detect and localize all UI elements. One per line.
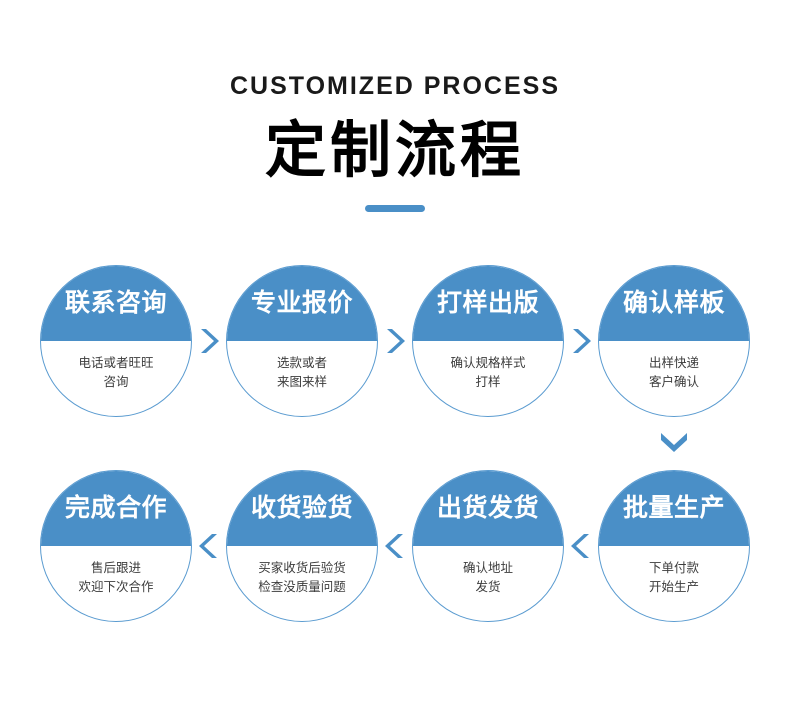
process-step-4-desc-line2: 客户确认 [648, 374, 699, 389]
process-step-6-header: 出货发货 [413, 471, 563, 546]
process-step-3-body: 确认规格样式 打样 [413, 341, 563, 416]
process-step-7-header: 收货验货 [227, 471, 377, 546]
process-step-1[interactable]: 联系咨询 电话或者旺旺 咨询 [40, 265, 192, 417]
process-step-4-desc-line1: 出样快递 [648, 355, 699, 370]
process-step-7-body: 买家收货后验货 检查没质量问题 [227, 546, 377, 621]
process-step-8-desc-line2: 欢迎下次合作 [78, 579, 154, 594]
title-underline-wrap [0, 205, 790, 213]
process-step-1-desc-line2: 咨询 [103, 374, 129, 389]
chevron-right-icon [566, 324, 596, 358]
process-step-8[interactable]: 完成合作 售后跟进 欢迎下次合作 [40, 470, 192, 622]
process-step-7[interactable]: 收货验货 买家收货后验货 检查没质量问题 [226, 470, 378, 622]
process-step-4-header: 确认样板 [599, 266, 749, 341]
process-step-5[interactable]: 批量生产 下单付款 开始生产 [598, 470, 750, 622]
process-step-8-body: 售后跟进 欢迎下次合作 [41, 546, 191, 621]
process-step-8-title: 完成合作 [64, 492, 167, 522]
chevron-right-icon [380, 324, 410, 358]
process-step-6-desc-line1: 确认地址 [462, 560, 513, 575]
process-step-8-header: 完成合作 [41, 471, 191, 546]
process-step-2[interactable]: 专业报价 选款或者 来图来样 [226, 265, 378, 417]
chevron-right-icon [194, 324, 224, 358]
process-step-3-desc-line2: 打样 [475, 374, 501, 389]
process-step-4-body: 出样快递 客户确认 [599, 341, 749, 416]
process-step-3-header: 打样出版 [413, 266, 563, 341]
process-step-3-title: 打样出版 [436, 287, 539, 317]
process-step-5-header: 批量生产 [599, 471, 749, 546]
process-step-4-title: 确认样板 [622, 287, 725, 317]
process-step-7-desc-line1: 买家收货后验货 [258, 560, 346, 575]
title-underline [365, 205, 425, 213]
process-step-5-desc-line1: 下单付款 [648, 560, 699, 575]
process-step-2-header: 专业报价 [227, 266, 377, 341]
process-step-7-desc-line2: 检查没质量问题 [258, 579, 346, 594]
page-eyebrow: CUSTOMIZED PROCESS [229, 72, 561, 100]
process-step-5-body: 下单付款 开始生产 [599, 546, 749, 621]
process-step-6-title: 出货发货 [436, 492, 539, 522]
chevron-left-icon [380, 529, 410, 563]
process-step-5-title: 批量生产 [622, 492, 725, 522]
process-step-2-body: 选款或者 来图来样 [227, 341, 377, 416]
process-step-4[interactable]: 确认样板 出样快递 客户确认 [598, 265, 750, 417]
process-step-5-desc-line2: 开始生产 [648, 579, 699, 594]
process-step-3-desc-line1: 确认规格样式 [450, 355, 526, 370]
process-step-6-desc-line2: 发货 [475, 579, 501, 594]
process-row-2: 完成合作 售后跟进 欢迎下次合作 收货验货 买家收货后验货 检查没质量问题 [0, 470, 790, 622]
process-step-3[interactable]: 打样出版 确认规格样式 打样 [412, 265, 564, 417]
process-step-6-body: 确认地址 发货 [413, 546, 563, 621]
chevron-left-icon [566, 529, 596, 563]
process-step-1-body: 电话或者旺旺 咨询 [41, 341, 191, 416]
process-step-1-title: 联系咨询 [64, 287, 167, 317]
process-step-8-desc-line1: 售后跟进 [90, 560, 141, 575]
process-step-1-desc-line1: 电话或者旺旺 [78, 355, 154, 370]
process-step-1-header: 联系咨询 [41, 266, 191, 341]
header: CUSTOMIZED PROCESS 定制流程 [0, 0, 790, 213]
chevron-left-icon [194, 529, 224, 563]
process-step-2-title: 专业报价 [250, 287, 353, 317]
process-step-6[interactable]: 出货发货 确认地址 发货 [412, 470, 564, 622]
process-row-1: 联系咨询 电话或者旺旺 咨询 专业报价 选款或者 来图来样 打样出版 [0, 265, 790, 417]
process-step-2-desc-line1: 选款或者 [276, 355, 327, 370]
chevron-down-icon [658, 430, 690, 458]
process-step-2-desc-line2: 来图来样 [276, 374, 327, 389]
page-title: 定制流程 [264, 115, 525, 186]
process-step-7-title: 收货验货 [250, 492, 353, 522]
